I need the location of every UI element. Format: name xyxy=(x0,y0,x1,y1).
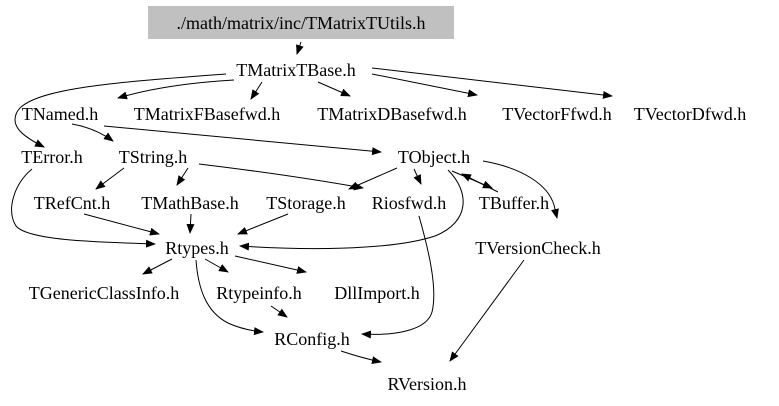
edge-tstring-trefcnt xyxy=(95,167,125,190)
node-tvectordfwd[interactable]: TVectorDfwd.h xyxy=(634,104,746,124)
edge-tmatrixtbase-tvectorffwd xyxy=(371,73,478,98)
node-rversion[interactable]: RVersion.h xyxy=(387,374,466,394)
edge-tmatrixtbase-tvectordfwd xyxy=(371,67,613,99)
node-terror[interactable]: TError.h xyxy=(21,147,82,167)
edge-tstorage-rtypes xyxy=(237,213,289,235)
edge-tversioncheck-rversion xyxy=(449,259,525,362)
edge-terror-rtypes xyxy=(11,168,156,248)
node-tstring[interactable]: TString.h xyxy=(119,147,188,167)
node-rtypes[interactable]: Rtypes.h xyxy=(165,238,229,258)
edge-tmatrixtbase-terror xyxy=(14,73,227,148)
edge-tmatrixtbase-tmatrixdbasefwd xyxy=(317,81,351,97)
node-trefcnt[interactable]: TRefCnt.h xyxy=(34,193,111,213)
node-tmatrixtutils: ./math/matrix/inc/TMatrixTUtils.h xyxy=(177,13,426,33)
node-tobject[interactable]: TObject.h xyxy=(398,147,470,167)
edge-tmatrixtbase-tnamed xyxy=(117,79,235,100)
node-tmatrixdbasefwd[interactable]: TMatrixDBasefwd.h xyxy=(317,104,466,124)
node-tgenericclassinfo[interactable]: TGenericClassInfo.h xyxy=(29,283,179,303)
edge-tobject-riosfwd xyxy=(413,168,422,185)
root-node-box xyxy=(148,6,454,39)
edge-tstring-tmathbase xyxy=(176,167,189,186)
nodes-layer: ./math/matrix/inc/TMatrixTUtils.hTMatrix… xyxy=(21,6,746,394)
edge-riosfwd-rconfig xyxy=(361,215,435,339)
edge-tmathbase-rtypes xyxy=(186,213,195,234)
edge-rtypes-tgenericclassinfo xyxy=(142,258,173,275)
node-tbuffer[interactable]: TBuffer.h xyxy=(479,193,549,213)
edge-tnamed-tstring xyxy=(71,123,114,142)
edge-tmatrixtutils-tmatrixtbase xyxy=(296,41,304,55)
edge-tmatrixtbase-tmatrixfbasefwd xyxy=(250,81,263,100)
edge-rtypes-rtypeinfo xyxy=(204,258,229,273)
edges-layer xyxy=(11,41,613,365)
edge-tnamed-tobject xyxy=(103,125,382,156)
node-tmatrixtbase[interactable]: TMatrixTBase.h xyxy=(236,60,355,80)
edge-tbuffer-tobject xyxy=(461,173,499,193)
node-tnamed[interactable]: TNamed.h xyxy=(22,104,98,124)
edge-rtypeinfo-rconfig xyxy=(270,305,288,318)
node-dllimport[interactable]: DllImport.h xyxy=(334,283,420,303)
edge-rtypes-rconfig xyxy=(195,259,264,336)
node-rconfig[interactable]: RConfig.h xyxy=(274,329,350,349)
node-tmathbase[interactable]: TMathBase.h xyxy=(141,193,238,213)
edge-trefcnt-rtypes xyxy=(83,213,160,236)
node-rtypeinfo[interactable]: Rtypeinfo.h xyxy=(216,283,302,303)
edge-rconfig-rversion xyxy=(340,350,382,365)
node-tvectorffwd[interactable]: TVectorFfwd.h xyxy=(502,104,611,124)
node-tversioncheck[interactable]: TVersionCheck.h xyxy=(475,238,600,258)
node-tmatrixfbasefwd[interactable]: TMatrixFBasefwd.h xyxy=(134,104,280,124)
node-riosfwd[interactable]: Riosfwd.h xyxy=(372,193,447,213)
edge-tobject-rtypes xyxy=(239,169,464,251)
edge-tstring-riosfwd xyxy=(198,163,364,191)
node-tstorage[interactable]: TStorage.h xyxy=(266,193,345,213)
edge-tobject-tversioncheck xyxy=(482,160,559,219)
edge-rtypes-dllimport xyxy=(234,255,307,274)
edge-tobject-tstorage xyxy=(348,167,398,190)
